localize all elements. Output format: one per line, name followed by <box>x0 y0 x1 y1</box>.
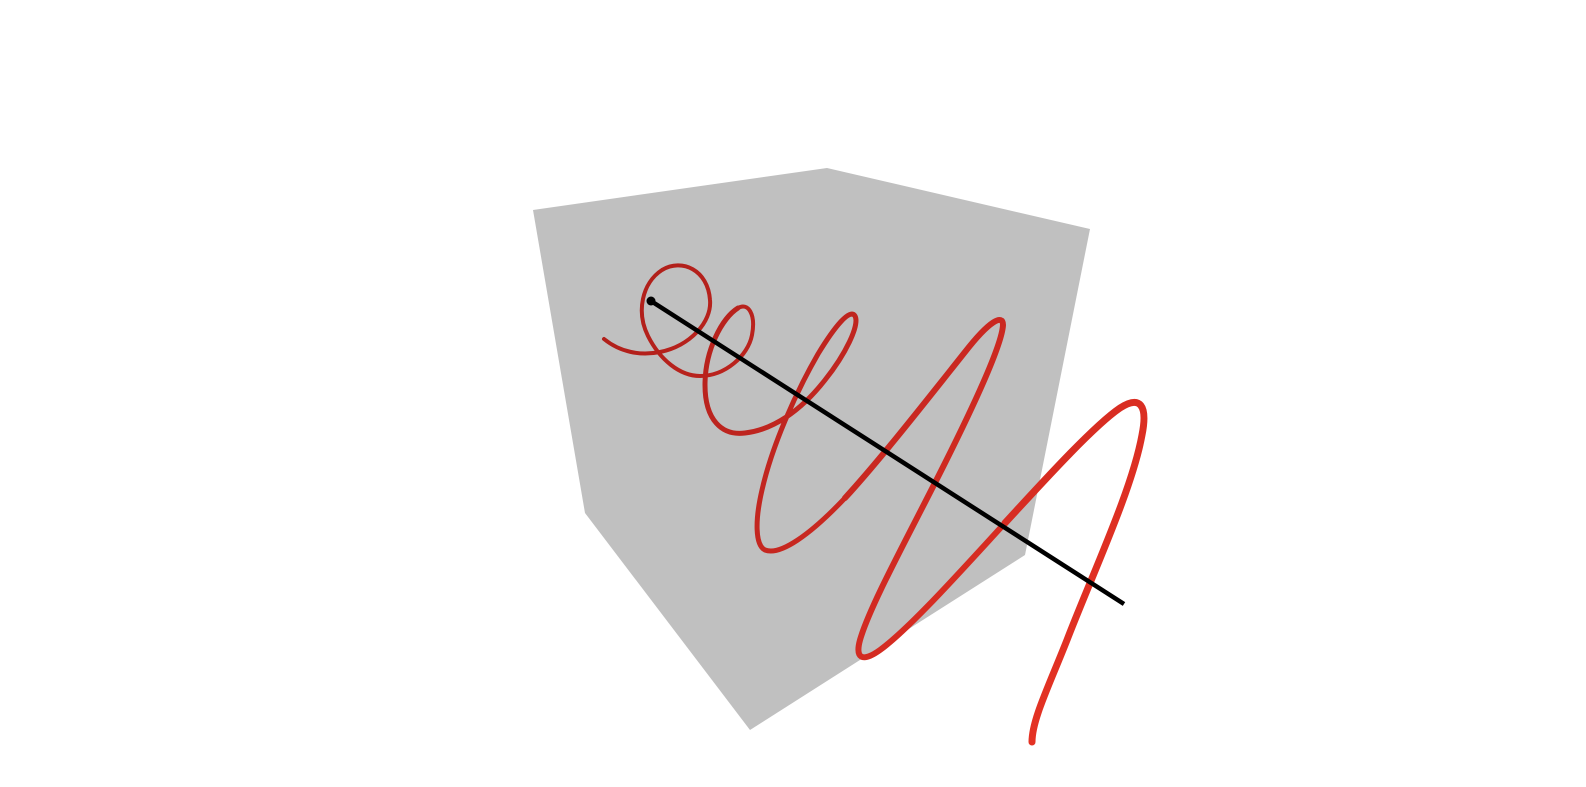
axis-start-point <box>646 296 656 306</box>
gray-polyhedron-shape <box>533 168 1090 730</box>
helix-curve-segment-4 <box>1001 399 1148 746</box>
helix-curve-segment-1 <box>602 263 755 378</box>
black-axis-line <box>649 299 1126 606</box>
helix-curve-group <box>602 263 1148 746</box>
helix-curve-segment-2 <box>702 305 859 554</box>
helix-curve-segment-3 <box>842 317 1008 661</box>
